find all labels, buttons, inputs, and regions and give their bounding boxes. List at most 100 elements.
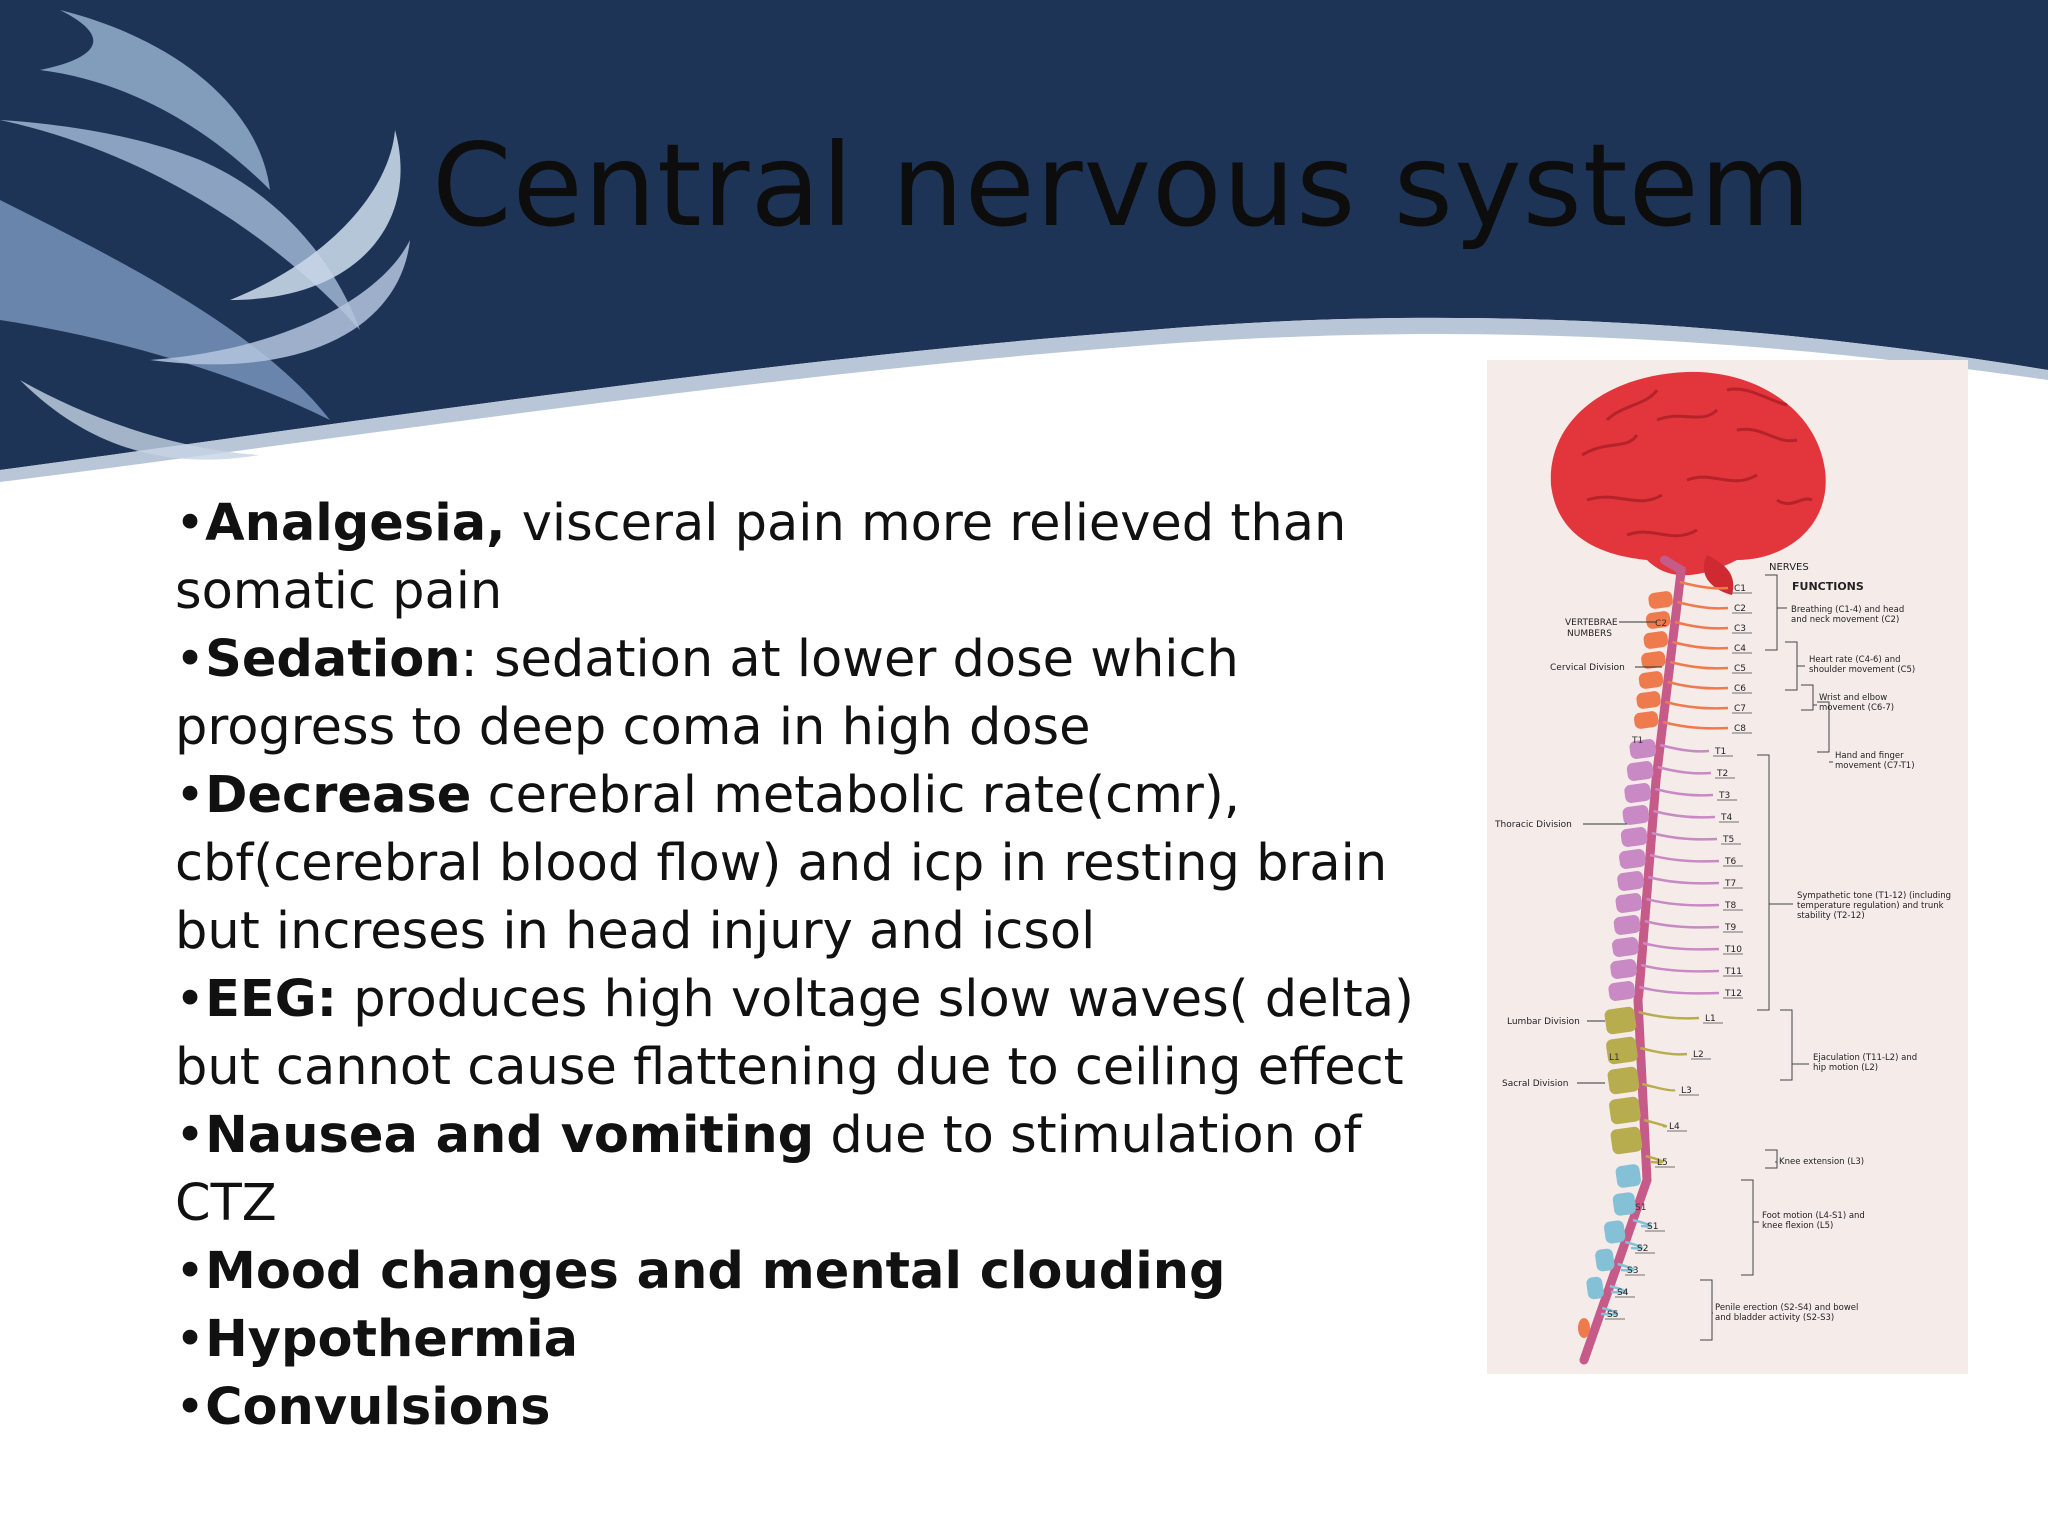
spinal-cord	[1579, 555, 1687, 1365]
bracket-penile	[1700, 1279, 1713, 1341]
vertebra-segment	[1607, 1066, 1640, 1095]
vertebra-segment	[1636, 691, 1661, 709]
nerve-root	[1645, 1154, 1664, 1164]
nerve-root	[1639, 985, 1720, 995]
bullet-bold: Decrease	[205, 766, 472, 825]
nerve-label: C3	[1734, 624, 1746, 634]
vertebra-segment	[1643, 631, 1669, 649]
nerve-label: C5	[1734, 664, 1746, 674]
nerve-label: T6	[1724, 857, 1736, 867]
vertebra-segment	[1624, 783, 1652, 803]
bullet-list: •Analgesia, visceral pain more relieved …	[175, 490, 1465, 1442]
bullet-text: produces high voltage slow waves( delta)…	[175, 970, 1414, 1097]
nerve-root	[1647, 875, 1720, 885]
bracket-heart-rate	[1785, 641, 1805, 691]
bullet-text: cerebral metabolic rate(cmr), cbf(cerebr…	[175, 766, 1388, 961]
nerve-label: T4	[1720, 813, 1732, 823]
nerve-root	[1632, 1218, 1652, 1228]
bullet-marker: •	[175, 630, 206, 689]
nerve-root	[1654, 787, 1714, 797]
nerve-label: C7	[1734, 704, 1746, 714]
bullet-bold: Nausea and vomiting	[205, 1106, 815, 1165]
vertebra-segment	[1626, 761, 1654, 781]
bullet-item: •Sedation: sedation at lower dose which …	[175, 626, 1465, 762]
nerve-root	[1624, 1240, 1643, 1250]
bullet-bold: Convulsions	[205, 1378, 551, 1437]
bullet-marker: •	[175, 1378, 206, 1437]
swoosh-graphic	[0, 10, 410, 460]
vertebra-segment	[1648, 591, 1673, 609]
nerve-label: T11	[1724, 967, 1742, 977]
nerve-label: T2	[1716, 769, 1728, 779]
nerve-label: S3	[1627, 1266, 1638, 1276]
bullet-bold: Analgesia,	[205, 494, 506, 553]
bullet-bold: Hypothermia	[205, 1310, 579, 1369]
cervical-division-label: Cervical Division	[1550, 663, 1625, 673]
vertebra-marker-l1: L1	[1609, 1053, 1620, 1063]
vertebra-segment	[1609, 1096, 1641, 1125]
nerve-root	[1600, 1306, 1619, 1316]
function-knee-extension: Knee extension (L3)	[1779, 1157, 1864, 1167]
vertebra-marker-t1: T1	[1631, 736, 1643, 746]
nerve-label: L2	[1693, 1050, 1704, 1060]
bracket-foot	[1741, 1179, 1759, 1276]
nerve-label: C6	[1734, 684, 1746, 694]
vertebra-segment	[1617, 871, 1644, 891]
bracket-wrist-elbow	[1801, 684, 1817, 711]
vertebra-segment	[1610, 1126, 1643, 1155]
bullet-marker: •	[175, 494, 206, 553]
nerve-label: C2	[1734, 604, 1746, 614]
bullet-marker: •	[175, 1106, 206, 1165]
lumbar-division-label: Lumbar Division	[1507, 1017, 1580, 1027]
vertebra-segment	[1641, 651, 1666, 669]
nerve-label: C4	[1734, 644, 1746, 654]
nerve-label: T7	[1724, 879, 1736, 889]
nerve-root	[1672, 640, 1729, 650]
nerve-root	[1651, 831, 1718, 841]
vertebra-segment	[1612, 937, 1639, 957]
nerve-root	[1677, 600, 1729, 610]
vertebra-segment	[1629, 739, 1657, 759]
bullet-marker: •	[175, 1242, 206, 1301]
nerve-root	[1667, 680, 1729, 690]
nerve-label: S1	[1647, 1222, 1658, 1232]
vertebra-segment	[1615, 893, 1643, 913]
nerve-root	[1642, 941, 1720, 951]
vertebra-segment	[1608, 981, 1636, 1001]
vertebra-segment	[1604, 1006, 1637, 1035]
bullet-text: due to stimulation of CTZ	[175, 1106, 1362, 1233]
nerve-root	[1649, 853, 1720, 863]
nerve-root	[1679, 580, 1729, 590]
nerve-label: T5	[1722, 835, 1734, 845]
vertebra-marker-s1: S1	[1635, 1203, 1646, 1213]
vertebra-segment	[1604, 1220, 1626, 1244]
nerve-labels: C1C2C3C4C5C6C7C8T1T2T3T4T5T6T7T8T9T10T11…	[1600, 580, 1752, 1320]
nerve-label: L5	[1657, 1158, 1668, 1168]
bullet-item: •Hypothermia	[175, 1306, 1465, 1374]
nerve-label: S5	[1607, 1310, 1618, 1320]
vertebra-segment	[1638, 671, 1664, 689]
vertebra-segment	[1606, 1036, 1638, 1065]
vertebra-segment	[1645, 611, 1671, 629]
nerve-label: L4	[1669, 1122, 1680, 1132]
bracket-breathing	[1765, 574, 1787, 651]
vertebra-segment	[1619, 849, 1646, 869]
nerve-label: T9	[1724, 923, 1736, 933]
vertebra-segment	[1620, 827, 1648, 847]
nerve-root	[1609, 1284, 1627, 1294]
function-brackets	[1700, 574, 1833, 1341]
nerve-root	[1617, 1262, 1635, 1272]
nerve-root	[1669, 660, 1729, 670]
nerve-label: C8	[1734, 724, 1746, 734]
nerve-label: C1	[1734, 584, 1746, 594]
nerve-label: S4	[1617, 1288, 1629, 1298]
